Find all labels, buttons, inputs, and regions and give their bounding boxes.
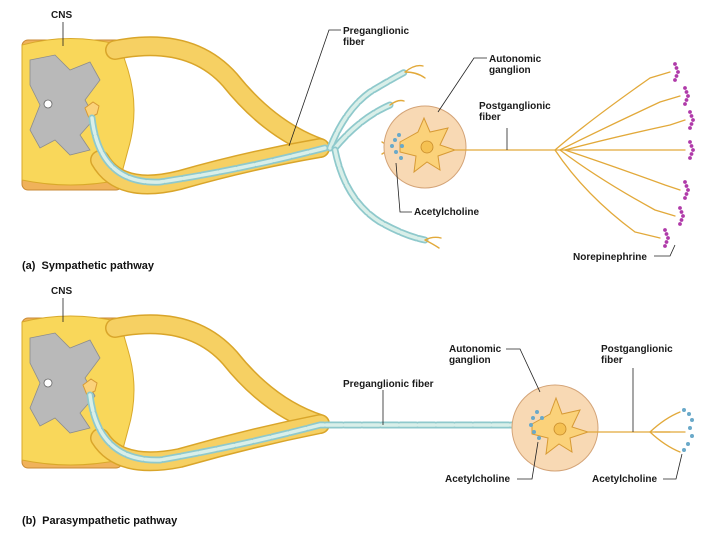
norepinephrine-vesicle: [688, 156, 692, 160]
preganglionic-label-b: Preganglionic fiber: [343, 379, 434, 390]
panel-sympathetic: CNS Preganglionic fiber Autonomic gangli…: [21, 10, 695, 272]
norepinephrine-vesicle: [684, 192, 689, 196]
acetylcholine-label-b-right: Acetylcholine: [592, 474, 657, 485]
ganglion-label-b: Autonomic ganglion: [449, 344, 504, 366]
postganglionic-fiber-b: [587, 411, 686, 453]
norepinephrine-vesicle: [679, 218, 684, 222]
autonomic-ganglion-a: [383, 105, 467, 189]
caption-b: (b) Parasympathetic pathway: [22, 515, 178, 527]
preganglionic-label-a: Preganglionic fiber: [343, 26, 412, 48]
norepinephrine-vesicle: [679, 210, 684, 214]
norepinephrine-vesicle: [678, 222, 682, 226]
cns-label-a: CNS: [51, 10, 72, 21]
norepinephrine-vesicle: [674, 74, 679, 78]
norepinephrine-vesicle: [684, 184, 689, 188]
norepinephrine-vesicle: [684, 90, 689, 94]
norepinephrine-vesicle: [686, 94, 690, 98]
norepinephrine-vesicle: [663, 228, 667, 232]
norepinephrine-label-a: Norepinephrine: [573, 252, 647, 263]
norepinephrine-vesicle: [681, 214, 685, 218]
norepinephrine-vesicle: [674, 66, 679, 70]
norepinephrine-vesicle: [678, 206, 682, 210]
norepinephrine-vesicle: [689, 152, 694, 156]
norepinephrine-vesicle: [673, 78, 677, 82]
acetylcholine-vesicles-b-left: [529, 410, 544, 440]
autonomic-ganglion-b: [511, 384, 599, 472]
cns-label-b: CNS: [51, 286, 72, 297]
norepinephrine-vesicle: [688, 110, 692, 114]
norepinephrine-vesicle: [689, 114, 694, 118]
acetylcholine-label-b-left: Acetylcholine: [445, 474, 510, 485]
postganglionic-label-a: Postganglionic fiber: [479, 101, 553, 123]
norepinephrine-vesicle: [691, 118, 695, 122]
acetylcholine-label-a: Acetylcholine: [414, 207, 479, 218]
norepinephrine-vesicle: [676, 70, 680, 74]
ganglion-label-a: Autonomic ganglion: [489, 54, 544, 76]
panel-parasympathetic: CNS Preganglionic fiber Autonomic gangli…: [21, 286, 694, 527]
acetylcholine-vesicles-a: [390, 133, 404, 160]
norepinephrine-vesicle: [684, 98, 689, 102]
acetylcholine-vesicles-b-right: [682, 408, 694, 452]
norepinephrine-vesicle: [686, 188, 690, 192]
norepinephrine-vesicle: [664, 240, 669, 244]
norepinephrine-vesicle: [688, 140, 692, 144]
preganglionic-fiber-a: [84, 64, 442, 249]
norepinephrine-vesicle: [664, 232, 669, 236]
norepinephrine-vesicle: [683, 180, 687, 184]
norepinephrine-vesicle: [688, 126, 692, 130]
norepinephrine-vesicles-a: [663, 62, 695, 248]
preganglionic-fiber-b: [82, 378, 535, 464]
norepinephrine-vesicle: [689, 122, 694, 126]
norepinephrine-vesicle: [683, 102, 687, 106]
norepinephrine-vesicle: [689, 144, 694, 148]
norepinephrine-vesicle: [683, 196, 687, 200]
norepinephrine-vesicle: [691, 148, 695, 152]
postganglionic-fiber-a: [454, 71, 686, 239]
norepinephrine-vesicle: [663, 244, 667, 248]
spinal-cord-a: [21, 38, 135, 191]
caption-a: (a) Sympathetic pathway: [22, 260, 155, 272]
norepinephrine-vesicle: [683, 86, 687, 90]
norepinephrine-vesicle: [666, 236, 670, 240]
norepinephrine-vesicle: [673, 62, 677, 66]
postganglionic-label-b: Postganglionic fiber: [601, 344, 675, 366]
